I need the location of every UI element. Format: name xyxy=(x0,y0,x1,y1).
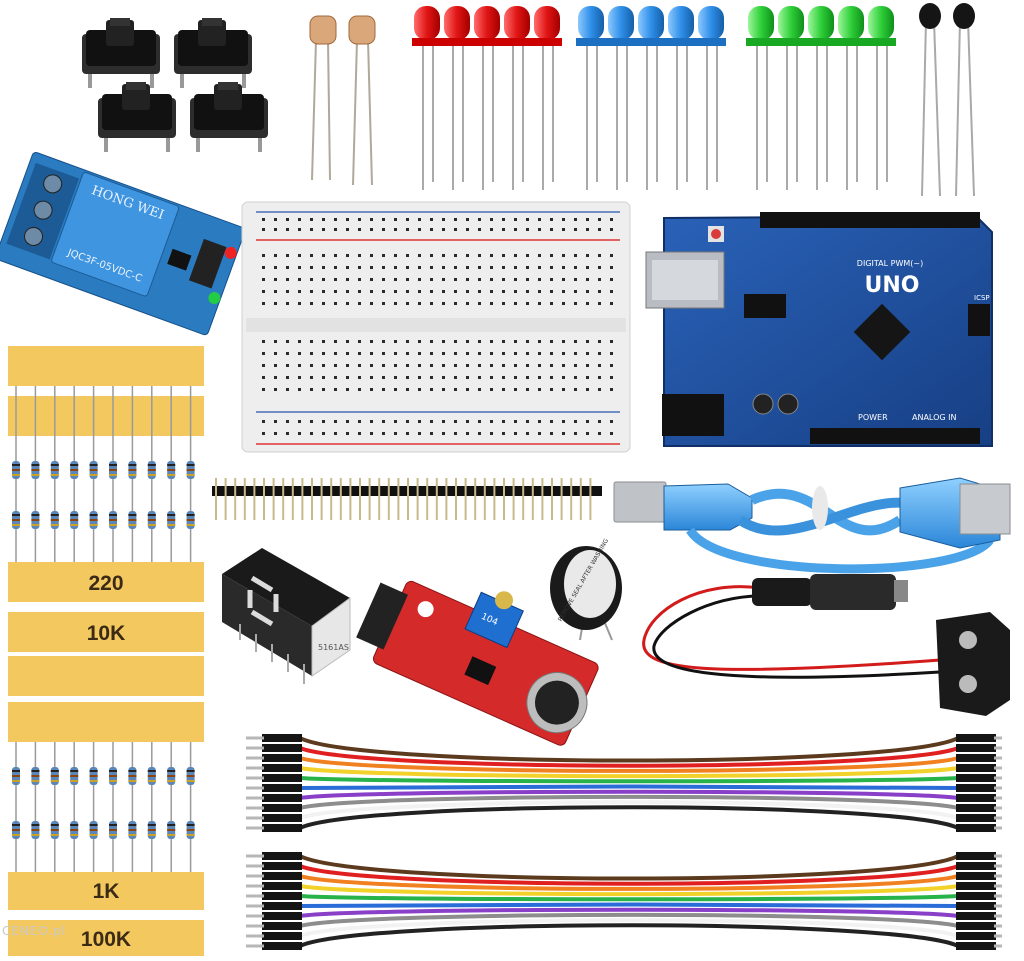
thermistors xyxy=(919,3,975,197)
relay-module: HONG WEI JQC3F-05VDC-C xyxy=(0,151,246,336)
resistor-tape-strip xyxy=(8,346,204,386)
resistor-label-1k: 1K xyxy=(92,880,120,903)
breadboard xyxy=(241,201,631,453)
resistor-tape-strip xyxy=(8,656,204,696)
photoresistors xyxy=(309,15,376,186)
watermark: CENEO.pl xyxy=(2,924,67,938)
resistor-tape-strip xyxy=(8,872,204,910)
battery-clip xyxy=(642,574,1010,716)
svg-text:ANALOG IN: ANALOG IN xyxy=(912,413,957,422)
buzzer: REMOVE SEAL AFTER WASHING xyxy=(550,537,622,641)
resistor-tape-strip xyxy=(8,612,204,652)
svg-text:5161AS: 5161AS xyxy=(318,643,349,652)
green-leds xyxy=(746,6,896,190)
resistor-tape-strip xyxy=(8,562,204,602)
blue-leds xyxy=(576,6,726,190)
header-pins xyxy=(212,478,602,520)
svg-text:UNO: UNO xyxy=(865,273,920,298)
resistor-tape-strip xyxy=(8,920,204,956)
svg-text:ICSP: ICSP xyxy=(974,294,990,302)
usb-cable xyxy=(613,477,1011,574)
push-buttons xyxy=(82,18,268,152)
jumper-wires xyxy=(246,734,1002,950)
seven-segment-display: 5161AS xyxy=(222,548,351,684)
resistors xyxy=(12,386,195,872)
resistor-label-220: 220 xyxy=(88,572,124,595)
svg-text:POWER: POWER xyxy=(858,413,888,422)
red-leds xyxy=(412,6,562,190)
resistor-label-100k: 100K xyxy=(80,928,132,951)
resistor-label-10k: 10K xyxy=(86,622,126,645)
arduino-uno-board: UNO DIGITAL PWM(~) POWER ANALOG IN ICSP xyxy=(645,212,993,447)
svg-text:DIGITAL PWM(~): DIGITAL PWM(~) xyxy=(857,259,923,268)
resistor-tape-strip xyxy=(8,702,204,742)
sound-sensor-module: 104 xyxy=(356,580,599,746)
